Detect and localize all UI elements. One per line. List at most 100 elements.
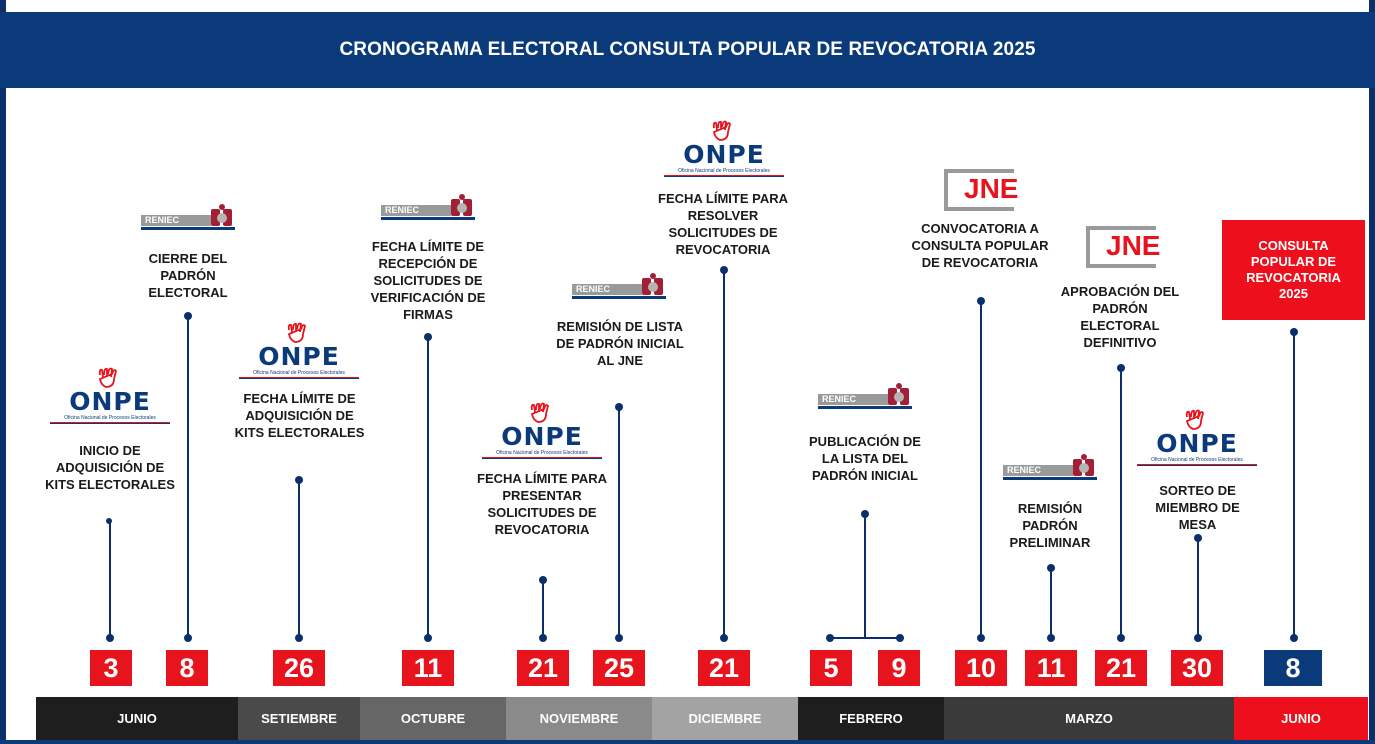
- connector-line: [864, 514, 866, 638]
- connector-line: [1120, 368, 1122, 638]
- connector-line: [187, 316, 189, 638]
- connector-line: [1050, 568, 1052, 638]
- month-label: JUNIO: [117, 711, 157, 726]
- page-title-banner: CRONOGRAMA ELECTORAL CONSULTA POPULAR DE…: [0, 12, 1375, 88]
- event-label: SORTEO DE MIEMBRO DE MESA: [1155, 483, 1240, 532]
- onpe-logo-rule: [1137, 464, 1257, 466]
- reniec-logo: RENIEC: [572, 272, 666, 306]
- event-label: INICIO DE ADQUISICIÓN DE KITS ELECTORALE…: [45, 443, 175, 492]
- reniec-logo-rule: [141, 227, 235, 230]
- month-cell: SETIEMBRE: [238, 697, 360, 740]
- onpe-logo: ONPE Oficina Nacional de Procesos Electo…: [237, 320, 361, 382]
- month-cell: NOVIEMBRE: [506, 697, 652, 740]
- jne-logo-text: JNE: [964, 173, 1019, 204]
- onpe-logo: ONPE Oficina Nacional de Procesos Electo…: [662, 118, 786, 180]
- connector-dot: [1290, 634, 1298, 642]
- reniec-logo-text: RENIEC: [381, 205, 451, 216]
- event-label: FECHA LÍMITE DE ADQUISICIÓN DE KITS ELEC…: [234, 391, 365, 440]
- onpe-logo: ONPE Oficina Nacional de Procesos Electo…: [48, 365, 172, 427]
- event-label: REMISIÓN PADRÓN PRELIMINAR: [1009, 501, 1091, 550]
- connector-dot: [539, 634, 547, 642]
- connector-dot: [295, 476, 303, 484]
- month-cell: DICIEMBRE: [652, 697, 798, 740]
- onpe-logo-text: ONPE: [258, 342, 340, 371]
- connector-dot: [1290, 328, 1298, 336]
- jne-logo-frame: [944, 169, 1014, 211]
- family-icon: [1073, 454, 1094, 476]
- date-badge: 8: [1264, 650, 1322, 686]
- date-badge: 3: [90, 650, 132, 686]
- connector-line: [723, 270, 725, 638]
- onpe-logo: ONPE Oficina Nacional de Procesos Electo…: [480, 400, 604, 462]
- date-badge: 9: [878, 650, 920, 686]
- connector-dot: [977, 297, 985, 305]
- month-cell: JUNIO: [1234, 697, 1368, 740]
- reniec-logo-text: RENIEC: [141, 215, 211, 226]
- month-label: JUNIO: [1281, 711, 1321, 726]
- consulta-popular-box: CONSULTA POPULAR DE REVOCATORIA 2025: [1222, 220, 1365, 320]
- date-badge: 21: [1095, 650, 1147, 686]
- event-label: CONVOCATORIA A CONSULTA POPULAR DE REVOC…: [911, 221, 1049, 270]
- connector-line: [427, 337, 429, 638]
- hand-icon: [98, 367, 117, 388]
- event-label: FECHA LÍMITE PARA RESOLVER SOLICITUDES D…: [658, 191, 788, 257]
- hand-icon: [530, 402, 549, 423]
- event-label: REMISIÓN DE LISTA DE PADRÓN INICIAL AL J…: [556, 319, 684, 368]
- date-badge: 26: [273, 650, 325, 686]
- onpe-logo-text: ONPE: [69, 387, 151, 416]
- date-badge: 10: [955, 650, 1007, 686]
- reniec-logo-rule: [381, 217, 475, 220]
- connector-dot: [184, 312, 192, 320]
- connector-dot: [1047, 564, 1055, 572]
- connector-line: [298, 480, 300, 638]
- month-cell: OCTUBRE: [360, 697, 506, 740]
- connector-dot: [184, 634, 192, 642]
- onpe-logo-text: ONPE: [501, 422, 583, 451]
- onpe-logo-text: ONPE: [683, 140, 765, 169]
- connector-line: [618, 407, 620, 638]
- connector-line: [1293, 332, 1295, 638]
- date-badge: 30: [1171, 650, 1223, 686]
- onpe-logo-text: ONPE: [1156, 429, 1238, 458]
- onpe-logo-rule: [50, 422, 170, 424]
- event-label: PUBLICACIÓN DE LA LISTA DEL PADRÓN INICI…: [809, 434, 921, 483]
- reniec-logo: RENIEC: [1003, 453, 1097, 487]
- family-icon: [451, 194, 472, 216]
- connector-line: [980, 301, 982, 638]
- jne-logo: JNE: [944, 165, 1019, 213]
- event-label: FECHA LÍMITE PARA PRESENTAR SOLICITUDES …: [477, 471, 607, 537]
- connector-dot: [1194, 534, 1202, 542]
- date-badge: 11: [1025, 650, 1077, 686]
- connector-dot: [896, 634, 904, 642]
- onpe-logo-subtitle: Oficina Nacional de Procesos Electorales: [496, 450, 588, 456]
- date-badge: 11: [402, 650, 454, 686]
- connector-dot: [1117, 634, 1125, 642]
- onpe-logo-rule: [664, 175, 784, 177]
- month-label: FEBRERO: [839, 711, 903, 726]
- reniec-logo-rule: [818, 406, 912, 409]
- hand-icon: [1185, 409, 1204, 430]
- onpe-logo-rule: [482, 457, 602, 459]
- onpe-logo-subtitle: Oficina Nacional de Procesos Electorales: [1151, 457, 1243, 463]
- event-label: FECHA LÍMITE DE RECEPCIÓN DE SOLICITUDES…: [370, 239, 486, 322]
- month-cell: MARZO: [944, 697, 1234, 740]
- connector-dot: [861, 510, 869, 518]
- reniec-logo-rule: [1003, 477, 1097, 480]
- connector-line: [542, 580, 544, 638]
- connector-dot: [720, 634, 728, 642]
- month-label: OCTUBRE: [400, 711, 466, 726]
- family-icon: [642, 273, 663, 295]
- connector-line: [109, 522, 111, 638]
- consulta-popular-label: CONSULTA POPULAR DE REVOCATORIA 2025: [1246, 238, 1341, 301]
- connector-dot: [615, 634, 623, 642]
- reniec-logo-text: RENIEC: [818, 394, 888, 405]
- connector-line: [1197, 538, 1199, 638]
- reniec-logo-text: RENIEC: [1003, 465, 1073, 476]
- onpe-logo-subtitle: Oficina Nacional de Procesos Electorales: [64, 415, 156, 421]
- date-badge: 25: [593, 650, 645, 686]
- hand-icon: [712, 120, 731, 141]
- reniec-logo: RENIEC: [141, 203, 235, 237]
- connector-dot: [106, 518, 112, 524]
- reniec-logo-rule: [572, 296, 666, 299]
